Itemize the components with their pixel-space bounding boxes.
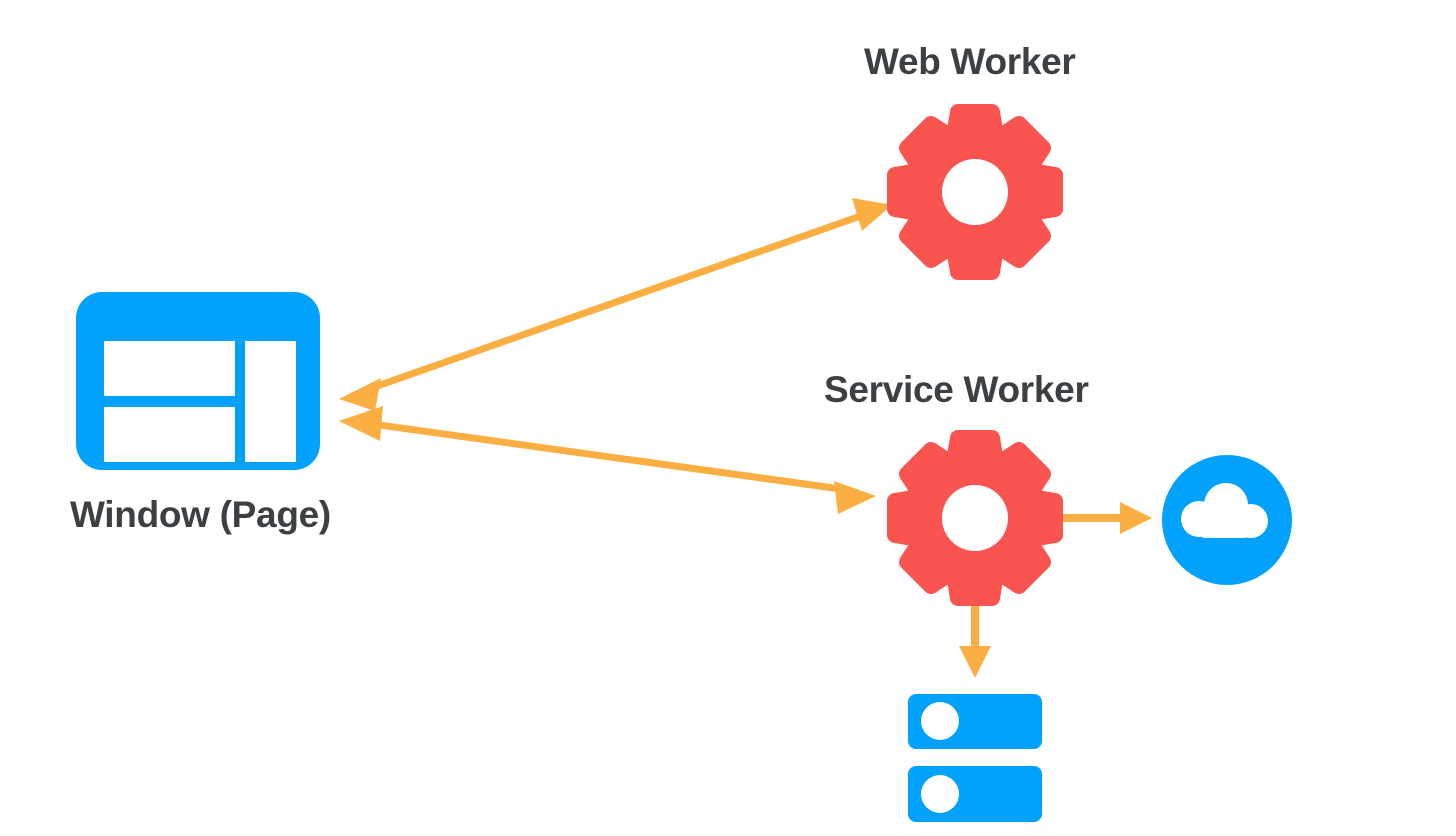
arrowhead-to-web-worker [852, 198, 892, 231]
edge-service-worker-to-cloud [1052, 502, 1152, 534]
arrowhead-to-cache [959, 646, 991, 678]
edge-service-worker-to-cache [959, 600, 991, 678]
arrowhead-to-cloud [1120, 502, 1152, 534]
database-indicator-top [921, 702, 959, 740]
node-label-window-page: Window (Page) [70, 494, 331, 535]
edge-window-to-web-worker [339, 198, 892, 411]
edge-line [371, 420, 849, 494]
database-indicator-bottom [921, 775, 959, 813]
node-service-worker[interactable] [887, 430, 1063, 606]
node-label-web-worker: Web Worker [864, 41, 1076, 82]
window-panel-top-left [104, 341, 235, 396]
node-label-service-worker: Service Worker [824, 369, 1089, 410]
window-panel-bottom-left [104, 407, 235, 462]
arrowhead-to-window-upper [339, 378, 381, 411]
gear-icon [887, 104, 1063, 280]
window-panel-right [245, 341, 296, 462]
node-window-page[interactable] [76, 292, 320, 470]
node-cache-storage[interactable] [908, 694, 1042, 822]
gear-center-hole [942, 485, 1008, 551]
arrowhead-to-window-lower [339, 406, 383, 441]
edge-window-to-service-worker [339, 406, 876, 514]
edge-line [364, 208, 874, 394]
database-icon [908, 694, 1042, 822]
node-network-cloud[interactable] [1162, 455, 1292, 585]
cloud-icon [1181, 483, 1268, 538]
gear-center-hole [942, 159, 1008, 225]
gear-icon [887, 430, 1063, 606]
node-web-worker[interactable] [887, 104, 1063, 280]
arrowhead-to-service-worker [834, 481, 876, 514]
